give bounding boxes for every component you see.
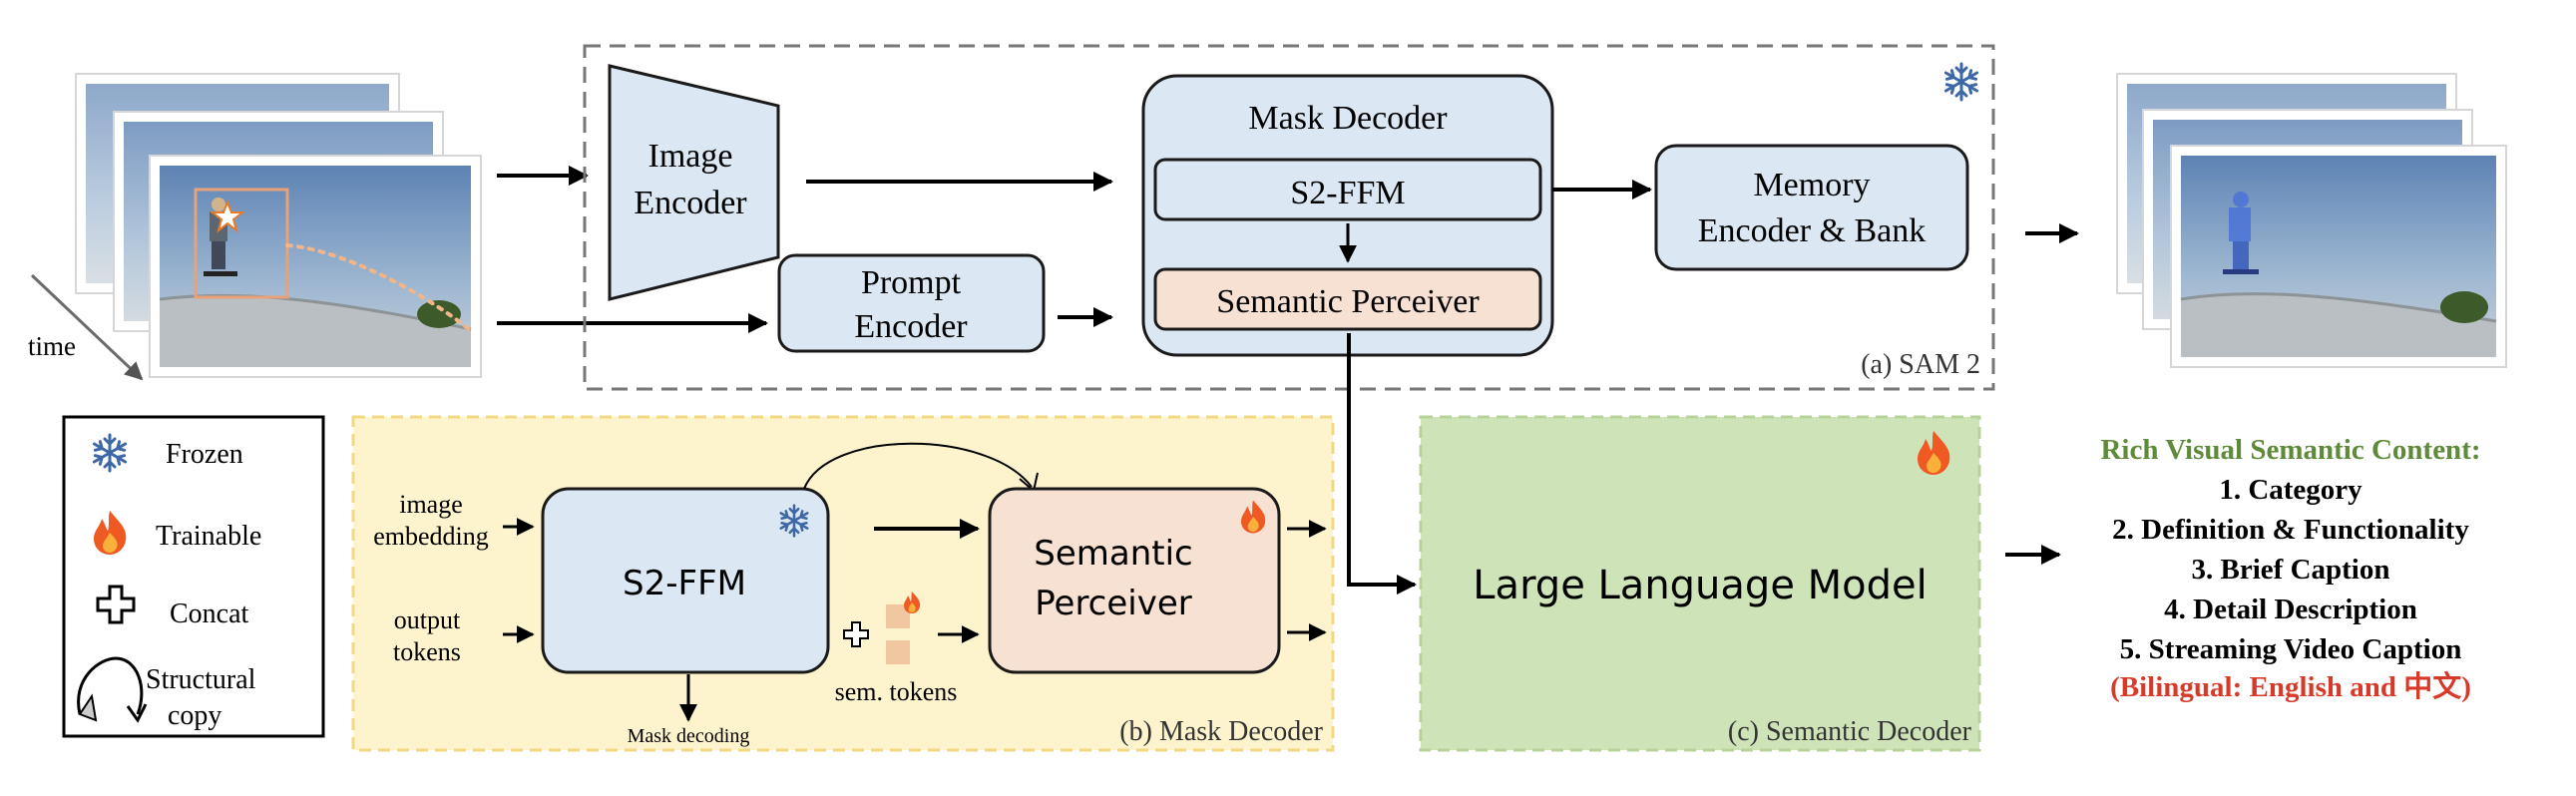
legend-concat-icon <box>96 585 136 624</box>
semantic-decoder-region <box>1419 415 1981 752</box>
llm-label: Large Language Model <box>1473 563 1927 608</box>
structural-copy-arc <box>803 442 1033 490</box>
output-frames <box>2116 73 2507 368</box>
semantic-content-list: Rich Visual Semantic Content: 1. Categor… <box>2100 434 2480 703</box>
output-tokens-label-1: output <box>394 605 461 634</box>
sam2-frozen-icon <box>1943 62 1979 102</box>
semantic-perceiver-label: Semantic Perceiver <box>1216 283 1480 320</box>
sem-tokens-label: sem. tokens <box>835 677 958 706</box>
segmented-skater-mask <box>2223 192 2259 274</box>
detail-concat-icon <box>843 621 869 647</box>
image-encoder-label-2: Encoder <box>634 185 747 221</box>
semantic-bilingual-note: (Bilingual: English and 中文) <box>2110 669 2471 703</box>
memory-label-2: Encoder & Bank <box>1698 212 1927 249</box>
mask-decoder-detail-caption: (b) Mask Decoder <box>1119 716 1323 747</box>
prompt-encoder-label-2: Encoder <box>854 308 968 345</box>
prompt-encoder-label-1: Prompt <box>861 264 962 301</box>
semantic-content-title: Rich Visual Semantic Content: <box>2100 434 2480 466</box>
image-encoder-label-1: Image <box>648 138 733 175</box>
detail-perceiver-label-1: Semantic <box>1034 534 1192 574</box>
image-embedding-label-2: embedding <box>373 522 489 551</box>
image-encoder-block <box>608 64 780 301</box>
sam2-caption: (a) SAM 2 <box>1861 349 1980 380</box>
semantic-item-4: 4. Detail Description <box>2164 594 2417 625</box>
skateboard-scene <box>159 166 472 367</box>
legend-concat-label: Concat <box>170 598 249 629</box>
output-tokens-label-2: tokens <box>393 637 461 666</box>
detail-perceiver-block <box>988 487 1281 674</box>
detail-perceiver-label-2: Perceiver <box>1035 584 1192 623</box>
semantic-item-3: 3. Brief Caption <box>2192 554 2390 586</box>
semantic-item-1: 1. Category <box>2219 474 2362 506</box>
legend-frozen-label: Frozen <box>166 439 243 470</box>
memory-encoder-block <box>1654 144 1969 271</box>
legend: Frozen Trainable Concat Structural copy <box>62 415 325 738</box>
sem-token-2 <box>886 640 910 664</box>
prompt-bounding-box <box>194 188 289 299</box>
semantic-perceiver-block <box>1153 267 1542 331</box>
semantic-item-5: 5. Streaming Video Caption <box>2120 633 2462 665</box>
semantic-item-2: 2. Definition & Functionality <box>2112 514 2469 546</box>
legend-structural-label-1: Structural <box>146 664 256 695</box>
semantic-decoder-caption: (c) Semantic Decoder <box>1728 716 1972 747</box>
detail-s2ffm-block <box>541 487 830 674</box>
legend-trainable-label: Trainable <box>156 521 261 552</box>
legend-structural-copy-icon <box>77 656 144 715</box>
legend-structural-label-2: copy <box>168 700 221 731</box>
input-frames: time <box>28 73 482 381</box>
trajectory-dots <box>285 243 471 331</box>
time-label: time <box>28 331 76 361</box>
time-arrow <box>30 273 144 381</box>
s2ffm-block <box>1153 158 1542 221</box>
star-point-icon <box>210 199 245 233</box>
s2ffm-label: S2-FFM <box>1290 175 1405 211</box>
legend-box <box>62 415 325 738</box>
memory-label-1: Memory <box>1753 167 1870 203</box>
detail-s2ffm-label: S2-FFM <box>623 564 746 603</box>
prompt-encoder-block <box>777 253 1046 353</box>
arrow-perceiver-to-llm <box>1347 333 1417 595</box>
image-embedding-label-1: image <box>399 490 463 519</box>
mask-decoding-label: Mask decoding <box>628 725 750 747</box>
mask-decoder-title: Mask Decoder <box>1248 100 1448 137</box>
sam2-region <box>583 44 1995 391</box>
